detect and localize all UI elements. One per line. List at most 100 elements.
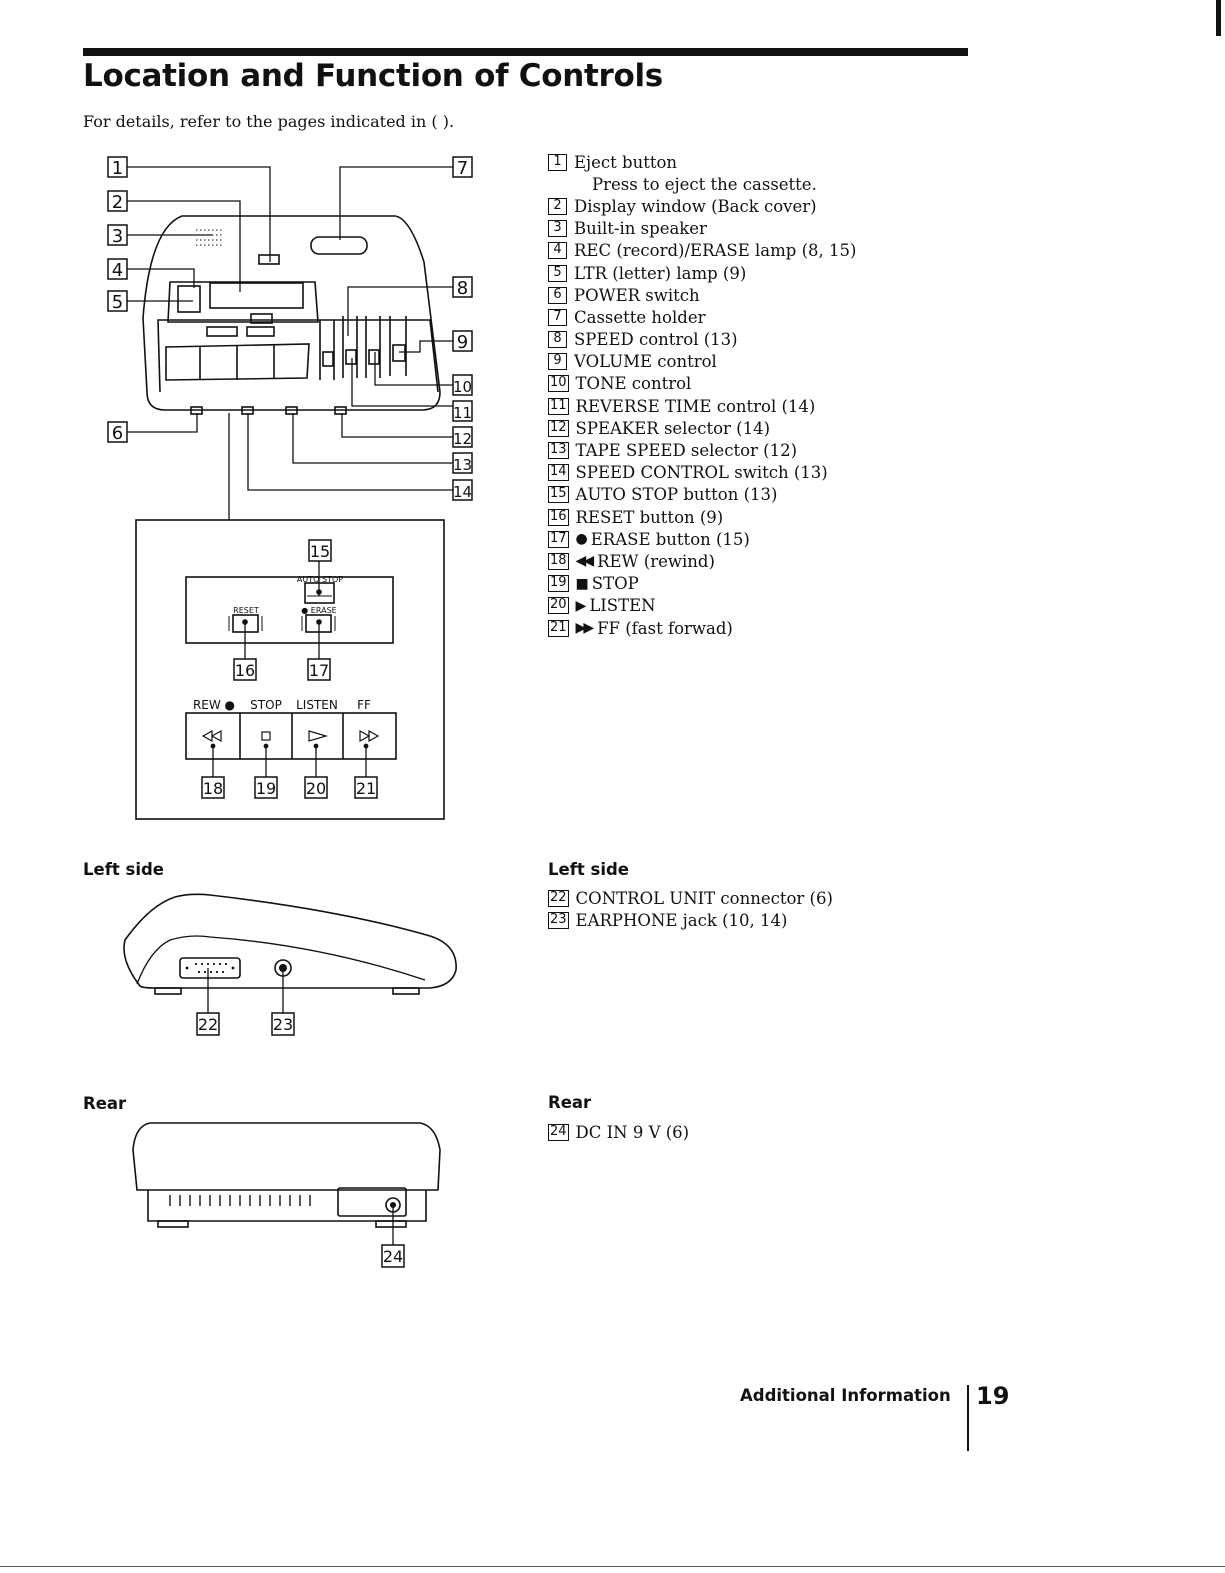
legend-number: 3 (548, 220, 567, 238)
callout-9: 9 (457, 332, 468, 353)
erase-label: ● ERASE (301, 606, 336, 615)
left-side-legend-list: 22 CONTROL UNIT connector (6) 23 EARPHON… (548, 887, 1028, 931)
callout-21: 21 (356, 779, 376, 798)
legend-item: 10 TONE control (548, 373, 1028, 395)
stop-icon: ■ (575, 575, 589, 592)
legend-number: 21 (548, 619, 569, 637)
callout-5: 5 (112, 292, 123, 313)
legend-number: 18 (548, 552, 569, 570)
legend-item: 15 AUTO STOP button (13) (548, 484, 1028, 506)
legend-text: TONE control (575, 374, 692, 394)
page-title: Location and Function of Controls (83, 58, 663, 94)
callout-6: 6 (112, 423, 123, 444)
legend-item: 1 Eject button (548, 151, 1028, 173)
legend-item: 4 REC (record)/ERASE lamp (8, 15) (548, 240, 1028, 262)
legend-item: 6 POWER switch (548, 284, 1028, 306)
legend-text: REVERSE TIME control (14) (575, 396, 816, 416)
rear-drawing (132, 1122, 441, 1245)
legend-text: CONTROL UNIT connector (6) (575, 888, 833, 908)
callout-18: 18 (203, 779, 223, 798)
legend-item: 8 SPEED control (13) (548, 329, 1028, 351)
callout-14: 14 (453, 483, 472, 501)
callout-16: 16 (235, 661, 255, 680)
legend-number: 13 (548, 442, 569, 460)
legend-number: 24 (548, 1123, 569, 1141)
rear-callouts: 24 (381, 1244, 405, 1268)
legend-item: 22 CONTROL UNIT connector (6) (548, 887, 1028, 909)
left-side-callouts: 22 23 (196, 1012, 295, 1036)
callout-7: 7 (457, 158, 468, 179)
front-callout-labels: 1 2 3 4 5 6 7 8 9 10 11 12 13 1 (107, 156, 473, 501)
legend-text: Built-in speaker (574, 219, 707, 239)
callout-1: 1 (112, 158, 123, 179)
play-icon: ▶ (575, 597, 587, 614)
stop-label: STOP (250, 698, 282, 712)
ff-label: FF (357, 698, 371, 712)
page-edge-mark (1216, 0, 1221, 36)
legend-text: REC (record)/ERASE lamp (8, 15) (574, 241, 857, 261)
legend-number: 22 (548, 889, 569, 907)
callout-11: 11 (453, 404, 472, 422)
legend-number: 9 (548, 353, 567, 371)
footer-section-label: Additional Information (740, 1386, 951, 1405)
callout-15: 15 (310, 542, 330, 561)
legend-text: Press to eject the cassette. (592, 174, 817, 194)
legend-text: TAPE SPEED selector (12) (575, 441, 798, 461)
callout-10: 10 (453, 378, 472, 396)
legend-text: SPEAKER selector (14) (575, 418, 771, 438)
legend-item: 20 ▶ LISTEN (548, 595, 1028, 617)
control-panel-inset (135, 519, 445, 820)
callout-4: 4 (112, 260, 123, 281)
legend-text: VOLUME control (574, 352, 717, 372)
legend-text: Cassette holder (574, 307, 706, 327)
legend-text: LISTEN (589, 596, 656, 616)
callout-3: 3 (112, 226, 123, 247)
legend-item: 2 Display window (Back cover) (548, 195, 1028, 217)
legend-text: AUTO STOP button (13) (575, 485, 778, 505)
legend-item: 17 ● ERASE button (15) (548, 528, 1028, 550)
legend-number: 6 (548, 286, 567, 304)
legend-item: 5 LTR (letter) lamp (9) (548, 262, 1028, 284)
auto-stop-label: AUTO STOP (297, 575, 343, 584)
control-panel-labels: AUTO STOP RESET ● ERASE REW ● STOP LISTE… (193, 539, 378, 799)
callout-24: 24 (383, 1247, 403, 1266)
rear-legend-list: 24 DC IN 9 V (6) (548, 1121, 1028, 1143)
legend-item: 13 TAPE SPEED selector (12) (548, 439, 1028, 461)
legend-text: STOP (591, 574, 639, 594)
legend-item: 19 ■ STOP (548, 573, 1028, 595)
listen-label: LISTEN (296, 698, 338, 712)
record-dot-icon: ● (575, 531, 588, 548)
legend-number: 11 (548, 397, 569, 415)
legend-item: 23 EARPHONE jack (10, 14) (548, 909, 1028, 931)
legend-number: 10 (548, 375, 569, 393)
legend-number: 12 (548, 419, 569, 437)
legend-text: Eject button (574, 152, 678, 172)
legend-number: 17 (548, 530, 569, 548)
legend-text: Display window (Back cover) (574, 196, 817, 216)
front-leader-lines (127, 166, 453, 520)
callout-8: 8 (457, 278, 468, 299)
page-number: 19 (976, 1382, 1010, 1410)
reset-label: RESET (233, 606, 259, 615)
left-side-drawing (123, 893, 457, 1013)
legend-item: 16 RESET button (9) (548, 506, 1028, 528)
legend-item: 14 SPEED CONTROL switch (13) (548, 462, 1028, 484)
footer-divider (967, 1385, 969, 1451)
legend-item: 3 Built-in speaker (548, 218, 1028, 240)
legend-number: 4 (548, 242, 567, 260)
legend-text: RESET button (9) (575, 507, 724, 527)
front-legend-list: 1 Eject button Press to eject the casset… (548, 151, 1028, 639)
legend-text: LTR (letter) lamp (9) (574, 263, 747, 283)
legend-text: EARPHONE jack (10, 14) (575, 910, 788, 930)
legend-text: SPEED control (13) (574, 330, 738, 350)
legend-item: 12 SPEAKER selector (14) (548, 417, 1028, 439)
legend-number: 15 (548, 486, 569, 504)
legend-item: 21 ▶▶ FF (fast forwad) (548, 617, 1028, 639)
front-view-drawing (142, 215, 441, 415)
rear-legend-heading: Rear (548, 1093, 592, 1112)
legend-number: 7 (548, 308, 567, 326)
callout-17: 17 (309, 661, 329, 680)
legend-text: REW (rewind) (597, 551, 715, 571)
legend-number: 16 (548, 508, 569, 526)
